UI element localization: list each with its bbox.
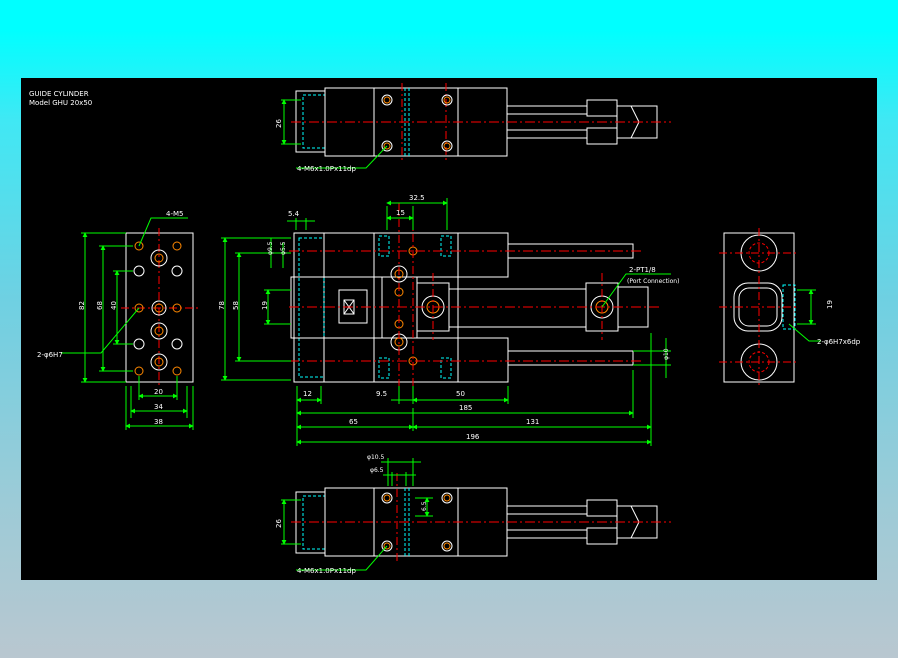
front-dim-12: 12: [303, 390, 312, 398]
title-block: GUIDE CYLINDER Model GHU 20x50: [29, 90, 92, 107]
top-dim-26: 26: [275, 119, 283, 128]
front-port-sub: (Port Connection): [627, 278, 679, 285]
side-view: [61, 217, 198, 430]
cad-drawing-canvas: GUIDE CYLINDER Model GHU 20x50 26 4-M6x1…: [29, 83, 861, 575]
cad-drawing-viewport[interactable]: GUIDE CYLINDER Model GHU 20x50 26 4-M6x1…: [21, 78, 877, 580]
side-note-m5: 4-M5: [166, 210, 183, 218]
front-dim-131: 131: [526, 418, 539, 426]
front-dim-19: 19: [261, 301, 269, 310]
drawing-model: Model GHU 20x50: [29, 99, 92, 107]
bottom-dim-phi-10-5: φ10.5: [367, 454, 385, 461]
top-view: [281, 83, 671, 169]
front-dim-5-4: 5.4: [288, 210, 300, 218]
front-dim-rod: φ10: [663, 348, 670, 360]
bottom-dim-phi-6-5: φ6.5: [370, 467, 384, 474]
side-dim-34: 34: [154, 403, 163, 411]
front-dim-15: 15: [396, 209, 405, 217]
bottom-dim-26: 26: [275, 519, 283, 528]
side-dim-20: 20: [154, 388, 163, 396]
end-view: [719, 228, 821, 388]
side-dim-82: 82: [78, 301, 86, 310]
top-note-m6: 4-M6x1.0Px11dp: [297, 165, 356, 173]
side-dim-40: 40: [110, 301, 118, 310]
front-dim-50: 50: [456, 390, 465, 398]
front-dim-65: 65: [349, 418, 358, 426]
front-dim-185: 185: [459, 404, 472, 412]
bottom-view: [281, 458, 671, 571]
front-port-note: 2-PT1/8: [629, 266, 656, 274]
front-dim-32-5: 32.5: [409, 194, 425, 202]
front-dim-78: 78: [218, 301, 226, 310]
bottom-note-m6: 4-M6x1.0Px11dp: [297, 567, 356, 575]
front-dim-9-5: 9.5: [376, 390, 387, 398]
drawing-title: GUIDE CYLINDER: [29, 90, 89, 98]
side-dim-68: 68: [96, 301, 104, 310]
front-dim-phi-5-5: φ5.5: [280, 241, 287, 255]
front-dim-phi-9-5: φ9.5: [267, 241, 274, 255]
end-dim-19: 19: [826, 300, 834, 309]
bottom-dim-6-5: 6.5: [421, 501, 428, 511]
end-note-pin: 2-φ6H7x6dp: [817, 338, 861, 346]
front-dim-58: 58: [232, 301, 240, 310]
front-dim-196: 196: [466, 433, 480, 441]
front-view: [221, 198, 671, 446]
side-dim-38: 38: [154, 418, 163, 426]
side-note-pin: 2-φ6H7: [37, 351, 63, 359]
